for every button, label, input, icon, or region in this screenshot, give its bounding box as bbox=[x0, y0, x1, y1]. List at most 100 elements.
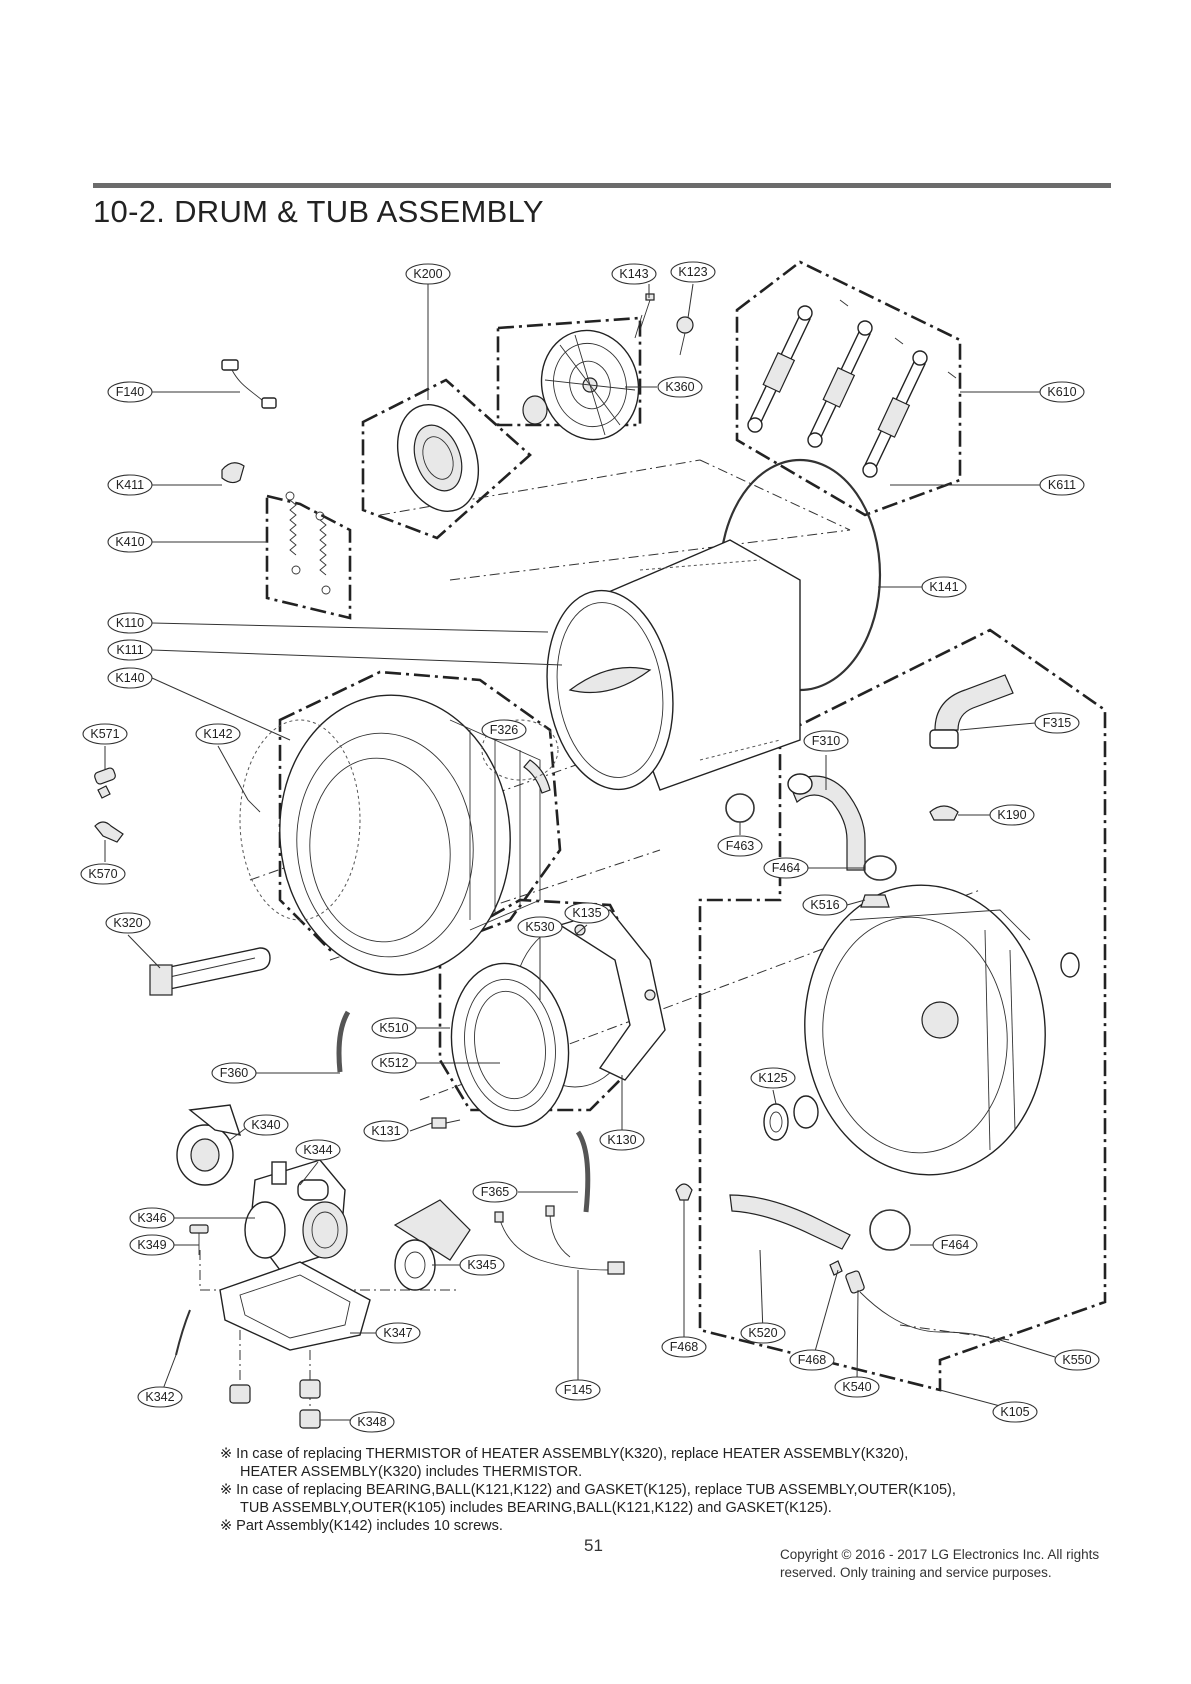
part-tag-f326: F326 bbox=[481, 719, 527, 741]
part-tag-k143: K143 bbox=[611, 263, 657, 285]
part-tag-f360: F360 bbox=[211, 1062, 257, 1084]
svg-text:K349: K349 bbox=[137, 1238, 166, 1252]
part-tag-k550: K550 bbox=[1054, 1349, 1100, 1371]
svg-text:K143: K143 bbox=[619, 267, 648, 281]
drum-lifter-icon bbox=[568, 666, 652, 693]
part-tag-k105: K105 bbox=[992, 1401, 1038, 1423]
clip-icon bbox=[221, 462, 245, 484]
part-tag-k344: K344 bbox=[295, 1139, 341, 1161]
part-tag-k131: K131 bbox=[363, 1120, 409, 1142]
k520-hose-icon bbox=[729, 1194, 851, 1250]
part-tag-k320: K320 bbox=[105, 912, 151, 934]
svg-text:K348: K348 bbox=[357, 1415, 386, 1429]
note-line-2: HEATER ASSEMBLY(K320) includes THERMISTO… bbox=[240, 1464, 583, 1480]
part-tag-k135: K135 bbox=[564, 902, 610, 924]
svg-text:K540: K540 bbox=[842, 1380, 871, 1394]
drain-pump-housing-icon bbox=[244, 1159, 348, 1271]
spring-icon bbox=[285, 491, 331, 595]
clamp-icon-2 bbox=[863, 855, 897, 881]
part-tag-k141: K141 bbox=[921, 576, 967, 598]
f468-clip-icon bbox=[675, 1183, 693, 1201]
parts bbox=[94, 293, 1080, 1429]
svg-text:F463: F463 bbox=[726, 839, 755, 853]
part-label-tags: K200 K143 K123 F140 K360 K610 K411 K611 … bbox=[80, 261, 1100, 1433]
svg-text:K342: K342 bbox=[145, 1390, 174, 1404]
svg-text:K347: K347 bbox=[383, 1326, 412, 1340]
rotor-icon bbox=[522, 329, 640, 441]
part-tag-k130: K130 bbox=[599, 1129, 645, 1151]
notes: ※ In case of replacing THERMISTOR of HEA… bbox=[220, 1445, 1100, 1535]
part-tag-f468-right: F468 bbox=[789, 1349, 835, 1371]
svg-text:F326: F326 bbox=[490, 723, 519, 737]
svg-text:K131: K131 bbox=[371, 1124, 400, 1138]
svg-text:F310: F310 bbox=[812, 734, 841, 748]
heater-icon bbox=[149, 947, 271, 996]
svg-text:F315: F315 bbox=[1043, 716, 1072, 730]
leader-lines bbox=[104, 283, 1056, 1421]
svg-text:K320: K320 bbox=[113, 916, 142, 930]
part-tag-f315: F315 bbox=[1034, 712, 1080, 734]
note-line-4: TUB ASSEMBLY,OUTER(K105) includes BEARIN… bbox=[240, 1500, 832, 1516]
clamp-icon bbox=[725, 793, 755, 823]
note-line-3: ※ In case of replacing BEARING,BALL(K121… bbox=[220, 1482, 956, 1498]
part-tag-k346: K346 bbox=[129, 1207, 175, 1229]
svg-text:K512: K512 bbox=[379, 1056, 408, 1070]
svg-text:K360: K360 bbox=[665, 380, 694, 394]
svg-text:K520: K520 bbox=[748, 1326, 777, 1340]
part-tag-k411: K411 bbox=[107, 474, 153, 496]
assembly-group-outlines bbox=[265, 260, 1107, 1392]
part-tag-f463: F463 bbox=[717, 835, 763, 857]
svg-text:K571: K571 bbox=[90, 727, 119, 741]
part-tag-k571: K571 bbox=[82, 723, 128, 745]
svg-text:K530: K530 bbox=[525, 920, 554, 934]
drum-icon bbox=[546, 539, 801, 791]
part-tag-f468-left: F468 bbox=[661, 1336, 707, 1358]
svg-text:K510: K510 bbox=[379, 1021, 408, 1035]
part-tag-f464-upper: F464 bbox=[763, 857, 809, 879]
pump-icon bbox=[176, 1104, 242, 1186]
page-number: 51 bbox=[584, 1536, 603, 1555]
svg-text:K340: K340 bbox=[251, 1118, 280, 1132]
f145-harness-icon bbox=[494, 1205, 625, 1275]
svg-text:K110: K110 bbox=[116, 616, 144, 630]
part-tag-f365: F365 bbox=[472, 1181, 518, 1203]
shock-absorber-icon bbox=[747, 299, 957, 478]
svg-text:F468: F468 bbox=[798, 1353, 827, 1367]
part-tag-f140: F140 bbox=[107, 381, 153, 403]
part-tag-f145: F145 bbox=[555, 1379, 601, 1401]
part-tag-k111: K111 bbox=[107, 639, 153, 661]
svg-text:K135: K135 bbox=[572, 906, 601, 920]
part-tag-k347: K347 bbox=[375, 1322, 421, 1344]
wire-harness-icon bbox=[221, 359, 277, 409]
outer-tub-icon bbox=[804, 884, 1046, 1176]
svg-text:K410: K410 bbox=[115, 535, 144, 549]
svg-text:K411: K411 bbox=[116, 478, 144, 492]
pressure-sensor-icon bbox=[829, 1260, 1001, 1343]
front-gasket-bracket-icon bbox=[450, 909, 666, 1128]
svg-text:K346: K346 bbox=[137, 1211, 166, 1225]
part-tag-k140: K140 bbox=[107, 667, 153, 689]
part-tag-k530: K530 bbox=[517, 916, 563, 938]
front-tub-icon bbox=[279, 694, 541, 976]
part-tag-k570: K570 bbox=[80, 863, 126, 885]
svg-text:K516: K516 bbox=[810, 898, 839, 912]
lower-clamp-icon bbox=[869, 1209, 911, 1251]
svg-text:F145: F145 bbox=[564, 1383, 593, 1397]
svg-text:K200: K200 bbox=[413, 267, 442, 281]
bolt-icon bbox=[634, 293, 694, 356]
top-rule bbox=[93, 183, 1111, 188]
base-plate-icon bbox=[219, 1261, 371, 1351]
part-tag-k348: K348 bbox=[349, 1411, 395, 1433]
part-tag-k342: K342 bbox=[137, 1386, 183, 1408]
svg-text:K142: K142 bbox=[203, 727, 232, 741]
bellows-icon bbox=[929, 674, 1014, 749]
part-tag-k516: K516 bbox=[802, 894, 848, 916]
part-tag-k142: K142 bbox=[195, 723, 241, 745]
svg-text:K130: K130 bbox=[607, 1133, 636, 1147]
part-tag-k340: K340 bbox=[243, 1114, 289, 1136]
screw-icon bbox=[247, 799, 261, 813]
svg-text:F468: F468 bbox=[670, 1340, 699, 1354]
part-tag-k125: K125 bbox=[750, 1067, 796, 1089]
f310-hose-icon bbox=[787, 773, 866, 871]
